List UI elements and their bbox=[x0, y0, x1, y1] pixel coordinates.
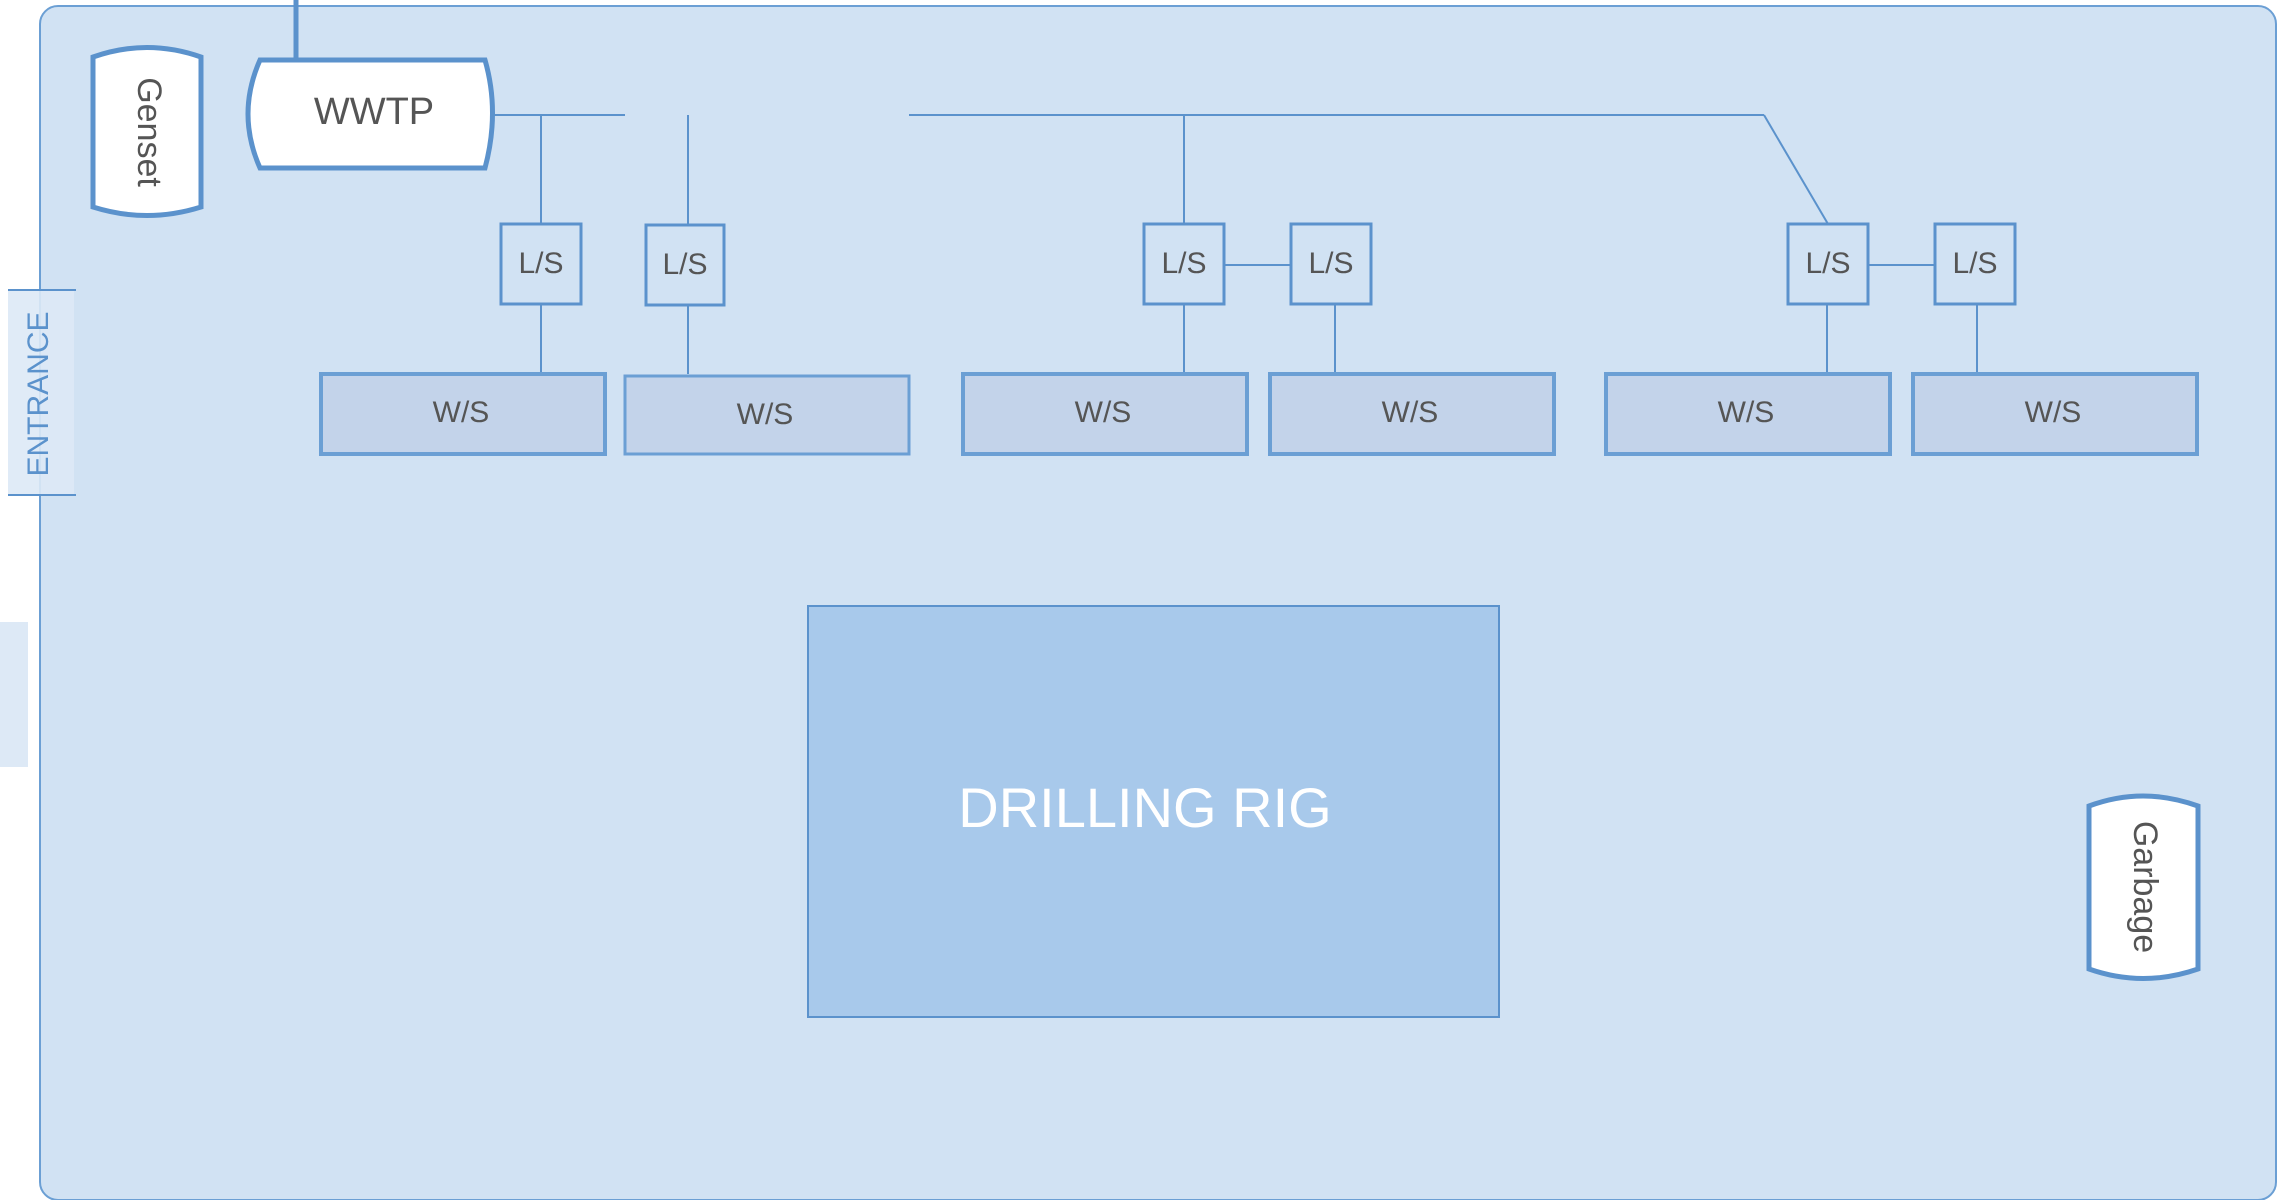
well-site-label: W/S bbox=[1718, 396, 1775, 429]
lift-station-label: L/S bbox=[518, 247, 563, 280]
side-access-strip bbox=[0, 622, 28, 767]
lift-station-label: L/S bbox=[1805, 247, 1850, 280]
entrance-gate bbox=[8, 290, 74, 495]
well-site: W/S bbox=[1268, 372, 1556, 456]
entrance-label: ENTRANCE bbox=[22, 311, 55, 476]
well-site-box bbox=[1604, 372, 1892, 456]
well-site-box bbox=[1911, 372, 2199, 456]
lift-stations: L/S L/S L/S L/S L/S L/S bbox=[499, 222, 2017, 307]
lift-station-label: L/S bbox=[1308, 247, 1353, 280]
well-site: W/S bbox=[1911, 372, 2199, 456]
well-site-box bbox=[319, 372, 607, 456]
well-sites: W/S W/S W/S W/S W/S W/S bbox=[319, 372, 2199, 456]
garbage-label: Garbage bbox=[2126, 821, 2164, 953]
wwtp-label: WWTP bbox=[314, 91, 434, 133]
well-site-box bbox=[961, 372, 1249, 456]
genset-tank bbox=[90, 45, 204, 218]
well-site: W/S bbox=[961, 372, 1249, 456]
drilling-rig-label: DRILLING RIG bbox=[958, 776, 1331, 839]
lift-station: L/S bbox=[1142, 222, 1226, 306]
well-site: W/S bbox=[319, 372, 607, 456]
well-site-label: W/S bbox=[2025, 396, 2082, 429]
well-site: W/S bbox=[1604, 372, 1892, 456]
lift-station-label: L/S bbox=[1952, 247, 1997, 280]
lift-station-box bbox=[644, 223, 726, 307]
garbage-tank bbox=[2086, 793, 2201, 981]
lift-station: L/S bbox=[1933, 222, 2017, 306]
drilling-rig bbox=[807, 605, 1500, 1018]
genset-label: Genset bbox=[130, 77, 168, 187]
lift-station: L/S bbox=[1289, 222, 1373, 306]
lift-station-label: L/S bbox=[662, 248, 707, 281]
lift-station-box bbox=[1933, 222, 2017, 306]
wwtp-tank bbox=[245, 57, 495, 171]
site-boundary bbox=[39, 5, 2277, 1200]
lift-station: L/S bbox=[1786, 222, 1870, 306]
well-site-box bbox=[623, 374, 911, 456]
lift-station: L/S bbox=[499, 222, 583, 306]
lift-station-label: L/S bbox=[1161, 247, 1206, 280]
well-site-label: W/S bbox=[1075, 396, 1132, 429]
well-site-label: W/S bbox=[737, 398, 794, 431]
lift-station-box bbox=[1289, 222, 1373, 306]
lift-station-box bbox=[1786, 222, 1870, 306]
pipe-diagonal bbox=[1763, 114, 1829, 225]
lift-station-box bbox=[1142, 222, 1226, 306]
well-site: W/S bbox=[623, 374, 911, 456]
lift-station: L/S bbox=[644, 223, 726, 307]
lift-station-box bbox=[499, 222, 583, 306]
well-site-label: W/S bbox=[1382, 396, 1439, 429]
well-site-label: W/S bbox=[433, 396, 490, 429]
well-site-box bbox=[1268, 372, 1556, 456]
piping-network bbox=[492, 114, 1978, 374]
